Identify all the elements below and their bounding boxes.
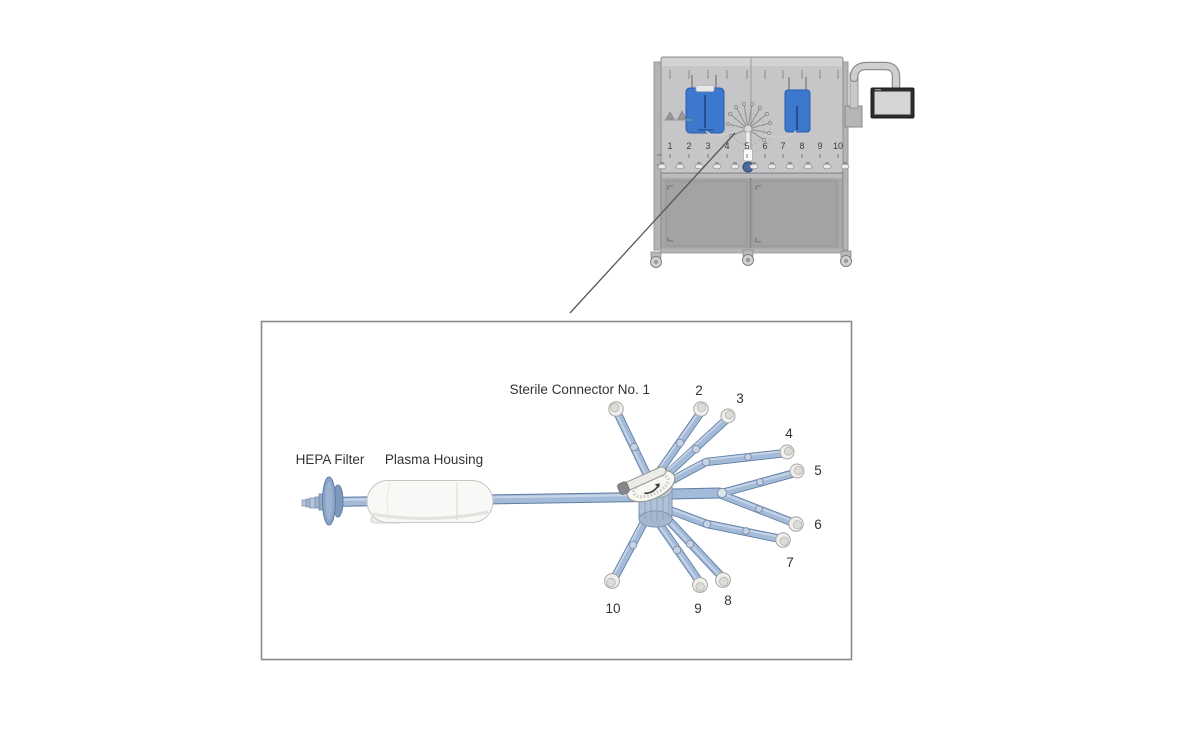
machine-port-number-5: 5 [744, 141, 749, 151]
right-door [752, 180, 838, 247]
label-connector-5: 5 [814, 463, 822, 478]
label-connector-3: 3 [736, 391, 744, 406]
machine-port-number-4: 4 [724, 141, 729, 151]
detail-leader-line [569, 132, 736, 314]
machine-top-band [662, 58, 842, 66]
left-blue-container [685, 85, 725, 134]
sterile-connector-caps [604, 401, 805, 593]
connector-cap-1 [608, 401, 624, 417]
monitor-screen [874, 91, 911, 115]
label-connector-6: 6 [814, 517, 822, 532]
rotary-selector-disc [617, 466, 676, 503]
label-hepa-filter: HEPA Filter [296, 452, 365, 467]
label-connector-2: 2 [695, 383, 703, 398]
machine-port-number-9: 9 [817, 141, 822, 151]
machine-hook-rail [669, 70, 839, 79]
detail-box-frame [260, 320, 853, 661]
label-plasma-housing: Plasma Housing [385, 452, 483, 467]
connector-cap-5 [789, 463, 805, 479]
label-connector-4: 4 [785, 426, 793, 441]
connector-cap-4 [779, 444, 795, 460]
label-connector-7: 7 [786, 555, 794, 570]
connector-cap-2 [693, 401, 709, 417]
connector-cap-9 [692, 577, 708, 593]
label-sterile-connector-1: Sterile Connector No. 1 [510, 382, 650, 397]
pinch-valve-row [657, 162, 850, 170]
label-connector-8: 8 [724, 593, 732, 608]
connector-cap-10 [604, 573, 620, 589]
monitor-assembly [844, 61, 915, 128]
left-door [665, 180, 748, 247]
label-connector-9: 9 [694, 601, 702, 616]
bag-tube-right [756, 130, 797, 138]
arm-curve [851, 63, 899, 93]
inline-connector-joint [716, 487, 728, 499]
machine-port-number-7: 7 [780, 141, 785, 151]
machine-port-number-6: 6 [762, 141, 767, 151]
machine-port-number-3: 3 [705, 141, 710, 151]
bag-tube-left [705, 127, 741, 137]
detail-labels: Sterile Connector No. 1 2 3 4 5 6 7 8 9 … [296, 382, 822, 616]
door-hinge-marks [667, 185, 761, 243]
machine-illustration: 1 2 3 4 5 6 7 8 9 10 [650, 56, 915, 268]
caster-left [650, 251, 662, 268]
machine-port-numbers: 1 2 3 4 5 6 7 8 9 10 [667, 141, 843, 151]
machine-port-number-1: 1 [667, 141, 672, 151]
right-blue-container [784, 89, 811, 133]
machine-port-number-10: 10 [833, 141, 843, 151]
arm-mount-block [844, 105, 863, 128]
monitor-badge [875, 89, 881, 91]
machine-port-number-2: 2 [686, 141, 691, 151]
connector-cap-3 [720, 408, 736, 424]
label-connector-10: 10 [605, 601, 620, 616]
connector-cap-6 [788, 516, 804, 532]
connector-cap-7 [775, 532, 791, 548]
machine-port-number-8: 8 [799, 141, 804, 151]
caster-wheels [650, 249, 852, 268]
plasma-housing-graphic [366, 480, 494, 524]
connector-cap-8 [715, 572, 731, 588]
caster-middle [742, 249, 754, 266]
hepa-filter-graphic [301, 476, 344, 526]
left-shelf-items [663, 110, 693, 121]
caster-right [840, 250, 852, 267]
tube-joints [628, 438, 764, 555]
detail-box: Sterile Connector No. 1 2 3 4 5 6 7 8 9 … [260, 320, 853, 661]
machine-lower-cabinet [660, 172, 844, 254]
